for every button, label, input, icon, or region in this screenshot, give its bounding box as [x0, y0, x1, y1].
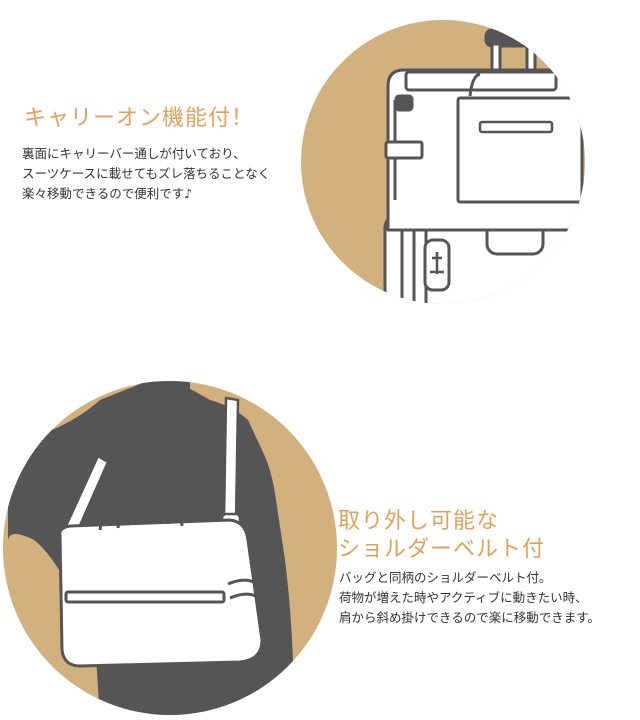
shoulder-belt-description: バッグと同柄のショルダーベルト付。 荷物が増えた時やアクティブに動きたい時、 肩… [339, 568, 600, 628]
shoulder-belt-description-line: バッグと同柄のショルダーベルト付。 [339, 570, 552, 585]
carry-on-illustration [301, 20, 585, 304]
carry-on-description-line: 楽々移動できるので便利です♪ [22, 186, 193, 201]
shoulder-belt-description-line: 荷物が増えた時やアクティブに動きたい時、 [339, 590, 588, 605]
shoulder-belt-heading-line: 取り外し可能な [338, 509, 500, 534]
carry-on-heading: キャリーオン機能付！ [24, 106, 255, 131]
carry-on-bag-illustration [384, 68, 584, 232]
carry-on-description-line: スーツケースに載せてもズレ落ちることなく [22, 166, 271, 181]
carry-on-description: 裏面にキャリーバー通しが付いており、 スーツケースに載せてもズレ落ちることなく … [22, 144, 270, 204]
shoulder-bag-body [58, 494, 266, 668]
carry-on-description-line: 裏面にキャリーバー通しが付いており、 [22, 146, 246, 161]
shoulder-belt-heading: 取り外し可能な ショルダーベルト付 [338, 508, 545, 564]
shoulder-belt-description-line: 肩から斜め掛けできるので楽に移動できます。 [339, 610, 601, 625]
shoulder-belt-heading-line: ショルダーベルト付 [338, 537, 546, 562]
shoulder-bag-illustration [3, 381, 337, 715]
